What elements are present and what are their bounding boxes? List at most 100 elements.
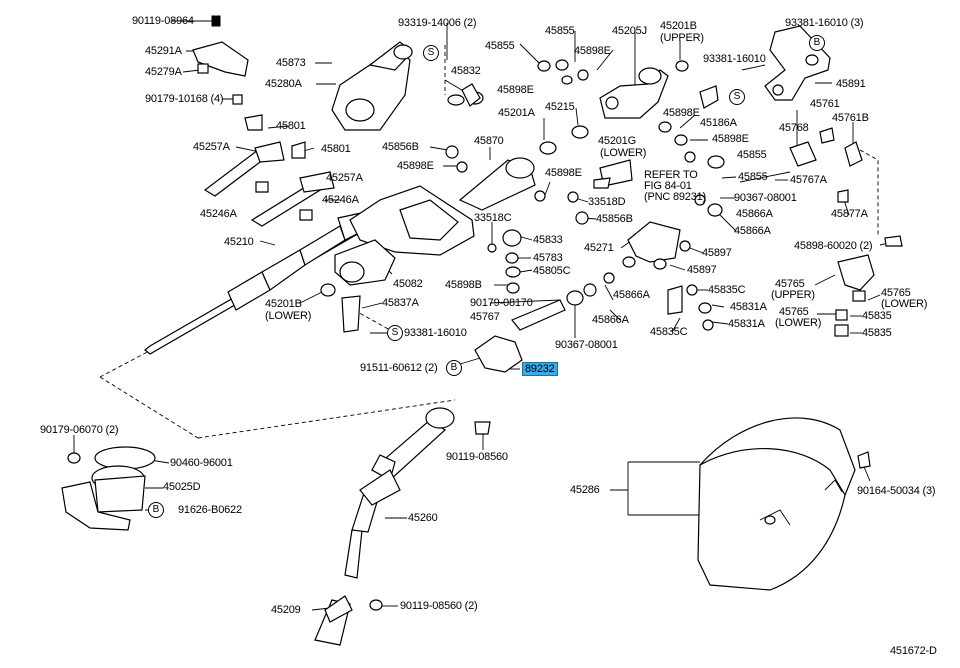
label-45805C: 45805C [533,265,571,277]
label-33518D: 33518D [588,196,626,208]
label-45765-upper-tag: (UPPER) [771,289,815,301]
marker-s-2: S [729,89,745,105]
label-diagram-number: 451672-D [890,645,937,657]
label-45765-lower-a-tag: (LOWER) [881,298,928,310]
label-45201B-lower: 45201B [265,298,302,310]
label-90367-08001-b: 90367-08001 [555,339,618,351]
label-pnc-89231: (PNC 89231) [644,191,706,203]
label-45898E-e: 45898E [397,160,434,172]
column-cover-45286 [697,417,871,591]
marker-b-1: B [809,35,825,51]
leader-lines [73,20,894,611]
label-45835-a: 45835 [862,310,892,322]
label-45831A-b: 45831A [728,318,765,330]
marker-s-1: S [423,45,439,61]
label-45856B-b: 45856B [596,213,633,225]
label-45210: 45210 [224,236,254,248]
label-fig-84-01: FIG 84-01 [644,180,692,192]
label-90460-96001: 90460-96001 [170,457,233,469]
label-45835C-a: 45835C [708,284,746,296]
label-33518C: 33518C [474,212,512,224]
label-45201A: 45201A [498,107,535,119]
label-45768: 45768 [779,122,809,134]
label-45186A: 45186A [700,117,737,129]
label-45873: 45873 [276,57,306,69]
label-45286: 45286 [570,484,600,496]
dust-seal-45025D [61,446,156,531]
label-45837A: 45837A [382,297,419,309]
label-45767A: 45767A [790,174,827,186]
label-45897-b: 45897 [687,264,717,276]
label-45898E-a: 45898E [497,84,534,96]
label-45291A: 45291A [145,45,182,57]
label-45765-lower-b: 45765 [779,306,809,318]
label-45765-lower-a: 45765 [881,287,911,299]
label-45897-a: 45897 [702,247,732,259]
label-45898E-d: 45898E [712,133,749,145]
label-45201B: 45201B [660,20,697,32]
universal-joint-45209 [314,595,383,646]
label-90179-08170: 90179-08170 [470,297,533,309]
small-parts-middle [320,59,589,297]
label-90367-08001-a: 90367-08001 [734,192,797,204]
label-45898E-f: 45898E [545,167,582,179]
column-bracket-45082 [334,185,475,286]
label-91511-60612: 91511-60612 (2) [360,362,438,374]
label-45279A: 45279A [145,66,182,78]
label-45205J: 45205J [612,25,647,37]
label-refer-to: REFER TO [644,169,698,181]
label-90119-08964: 90119-08964 [132,15,194,27]
marker-b-3: B [148,502,164,518]
label-45898E-b: 45898E [574,45,611,57]
label-93381-16010-b: 93381-16010 [404,327,467,339]
label-45246A-a: 45246A [200,208,237,220]
label-45835C-b: 45835C [650,326,688,338]
label-45767: 45767 [470,311,500,323]
label-90164-50034: 90164-50034 (3) [857,485,936,497]
label-93319-14006: 93319-14006 (2) [398,17,477,29]
label-90119-08560-2: 90119-08560 (2) [400,600,478,612]
label-45801-a: 45801 [276,120,306,132]
label-93381-16010-a: 93381-16010 [703,53,766,65]
label-45870: 45870 [474,135,504,147]
label-45257A-b: 45257A [326,172,363,184]
upper-bracket-45205J [593,60,725,217]
label-45866A-a: 45866A [736,208,773,220]
label-45833: 45833 [533,234,563,246]
label-89232-highlighted[interactable]: 89232 [522,362,558,376]
label-45855-c: 45855 [737,149,767,161]
label-45783: 45783 [533,252,563,264]
label-45201B-upper: (UPPER) [660,32,704,44]
label-45801-b: 45801 [321,143,351,155]
label-45761: 45761 [810,98,840,110]
label-45201G-lower: (LOWER) [600,147,647,159]
label-90179-06070: 90179-06070 (2) [40,424,119,436]
label-45201B-lower-tag: (LOWER) [265,310,312,322]
label-45201G: 45201G [598,135,636,147]
label-45765-upper: 45765 [775,278,805,290]
column-tube-45870 [458,157,536,211]
marker-b-2: B [446,360,462,376]
label-91626-B0622: 91626-B0622 [178,504,242,516]
label-45855-b: 45855 [545,25,575,37]
label-45209: 45209 [271,604,301,616]
label-45891: 45891 [836,78,866,90]
lock-housing-45280A [331,41,413,131]
label-45835-b: 45835 [862,327,892,339]
sensor-89232 [341,283,597,373]
label-45246A-b: 45246A [322,194,359,206]
label-45257A-a: 45257A [193,141,230,153]
label-93381-16010-3: 93381-16010 (3) [785,17,864,29]
label-45856B-a: 45856B [382,141,419,153]
marker-s-3: S [387,325,403,341]
label-45898E-c: 45898E [663,107,700,119]
tilt-lever-parts [603,221,875,337]
label-45866A-d: 45866A [592,314,629,326]
label-45866A-b: 45866A [734,225,771,237]
label-45215: 45215 [545,101,575,113]
label-45260: 45260 [408,512,438,524]
label-45082: 45082 [393,278,423,290]
label-45832: 45832 [451,65,481,77]
label-45898B: 45898B [445,279,482,291]
